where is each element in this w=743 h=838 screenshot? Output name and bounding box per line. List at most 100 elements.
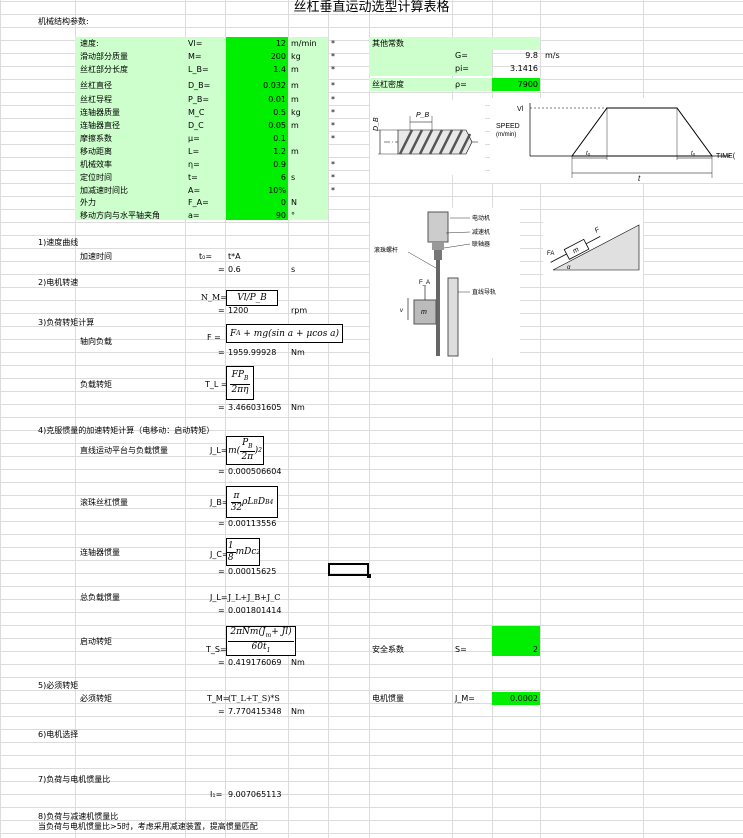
param-symbol: t= <box>188 173 198 182</box>
param-value[interactable]: 0.01 <box>268 95 286 104</box>
param-value[interactable]: 0.05 <box>268 121 286 130</box>
param-label: 机械效率 <box>80 160 112 169</box>
rho-label: 丝杠密度 <box>372 80 404 89</box>
rho-value[interactable]: 7900 <box>517 80 538 89</box>
param-label: 滑动部分质量 <box>80 52 128 61</box>
g-value[interactable]: 9.8 <box>525 51 538 60</box>
param-symbol: η= <box>188 160 200 169</box>
jb-sym: J_B= <box>210 498 229 507</box>
safety-value[interactable]: 2 <box>532 645 538 654</box>
eq: = <box>218 567 225 576</box>
param-value[interactable]: 1.2 <box>273 147 286 156</box>
s1-unit: s <box>291 265 296 274</box>
param-value[interactable]: 200 <box>270 52 286 61</box>
rho-value-bg <box>492 78 540 91</box>
param-value[interactable]: 6 <box>280 173 286 182</box>
jb-value[interactable]: 0.00113556 <box>228 519 277 528</box>
s1-label: 加速时间 <box>80 252 112 261</box>
m-label: m <box>421 309 427 316</box>
param-label: 加减速时间比 <box>80 186 128 195</box>
param-value[interactable]: 0.1 <box>273 134 286 143</box>
s3-head: 3)负荷转矩计算 <box>38 318 95 327</box>
alpha-label: α <box>567 265 571 271</box>
jc-label: 连轴器惯量 <box>80 548 120 557</box>
param-value[interactable]: 12 <box>275 39 286 48</box>
motor-inertia-label: 电机惯量 <box>372 694 404 703</box>
param-required-mark: * <box>331 95 335 104</box>
s5-value[interactable]: 7.770415348 <box>228 707 282 716</box>
col-line <box>185 0 186 838</box>
selected-cell[interactable] <box>328 563 371 578</box>
s7-value[interactable]: 9.007065113 <box>228 790 282 799</box>
param-value[interactable]: 10% <box>268 186 286 195</box>
ts-formula: 2πNm(Jm+ Jl)60t1 <box>226 626 296 656</box>
eq: = <box>218 606 225 615</box>
param-value[interactable]: 90 <box>275 211 286 220</box>
param-unit: m <box>291 81 299 90</box>
jc-value[interactable]: 0.00015625 <box>228 567 277 576</box>
eq: = <box>218 403 225 412</box>
param-label: 丝杠导程 <box>80 95 112 104</box>
s2-sym: N_M= <box>201 293 227 302</box>
col-line <box>288 0 289 838</box>
param-unit: m <box>291 121 299 130</box>
jb-label: 滚珠丝杠惯量 <box>80 498 128 507</box>
eq: = <box>218 265 225 274</box>
s5-unit: Nm <box>291 707 305 716</box>
pi-value[interactable]: 3.1416 <box>510 64 538 73</box>
eq: = <box>218 306 225 315</box>
s4-head: 4)克服惯量的加速转矩计算（电移动：启动转矩） <box>38 426 215 435</box>
safety-label: 安全系数 <box>372 645 404 654</box>
param-value[interactable]: 0.5 <box>273 108 286 117</box>
vl-label: Vl <box>517 106 524 113</box>
s1-formula[interactable]: t*A <box>228 252 241 261</box>
param-required-mark: * <box>331 39 335 48</box>
param-unit: kg <box>291 52 301 61</box>
param-label: 外力 <box>80 198 96 207</box>
jl-label: 直线运动平台与负载惯量 <box>80 446 168 455</box>
jc-sym: J_C= <box>210 550 229 559</box>
param-unit: ° <box>291 211 295 220</box>
param-label: 连轴器直径 <box>80 121 120 130</box>
param-unit: m <box>291 147 299 156</box>
col-line <box>452 0 453 838</box>
eq: = <box>218 519 225 528</box>
torque-label: 负载转矩 <box>80 380 112 389</box>
col-line <box>75 0 76 838</box>
jl-value[interactable]: 0.000506604 <box>228 467 282 476</box>
param-value[interactable]: 0 <box>280 198 286 207</box>
db-label: D_B <box>373 117 380 131</box>
axial-value[interactable]: 1959.99928 <box>228 348 277 357</box>
torque-sym: T_L = <box>205 380 228 389</box>
param-value[interactable]: 0.9 <box>273 160 286 169</box>
s5-label: 必须转矩 <box>80 694 112 703</box>
other-const-label: 其他常数 <box>372 39 404 48</box>
v-label: v <box>400 308 404 314</box>
g-sym: G= <box>455 51 468 60</box>
eq: = <box>218 658 225 667</box>
jtot-formula[interactable]: J_L+J_B+J_C <box>228 593 281 602</box>
param-value[interactable]: 0.032 <box>263 81 286 90</box>
safety-sym: S= <box>455 645 467 654</box>
s5-formula[interactable]: (T_L+T_S)*S <box>228 694 280 703</box>
jtot-value[interactable]: 0.001801414 <box>228 606 282 615</box>
fa-label: F_A <box>419 280 430 286</box>
param-value[interactable]: 1.4 <box>273 65 286 74</box>
eq: = <box>218 467 225 476</box>
axial-label: 轴向负载 <box>80 337 112 346</box>
s1-value[interactable]: 0.6 <box>228 265 241 274</box>
reducer-label: 减速机 <box>472 228 490 236</box>
param-label: 定位时间 <box>80 173 112 182</box>
torque-value[interactable]: 3.466031605 <box>228 403 282 412</box>
t0-label: t₀ <box>691 151 696 157</box>
ts-value[interactable]: 0.419176069 <box>228 658 282 667</box>
axial-sym: F = <box>207 333 221 342</box>
s1-sym: t₀= <box>199 252 213 261</box>
s2-value[interactable]: 1200 <box>228 306 249 315</box>
incline-diagram: m F FA α <box>543 215 643 277</box>
s2-head: 2)电机转速 <box>38 278 79 287</box>
motor-inertia-value[interactable]: 0.0002 <box>510 694 538 703</box>
